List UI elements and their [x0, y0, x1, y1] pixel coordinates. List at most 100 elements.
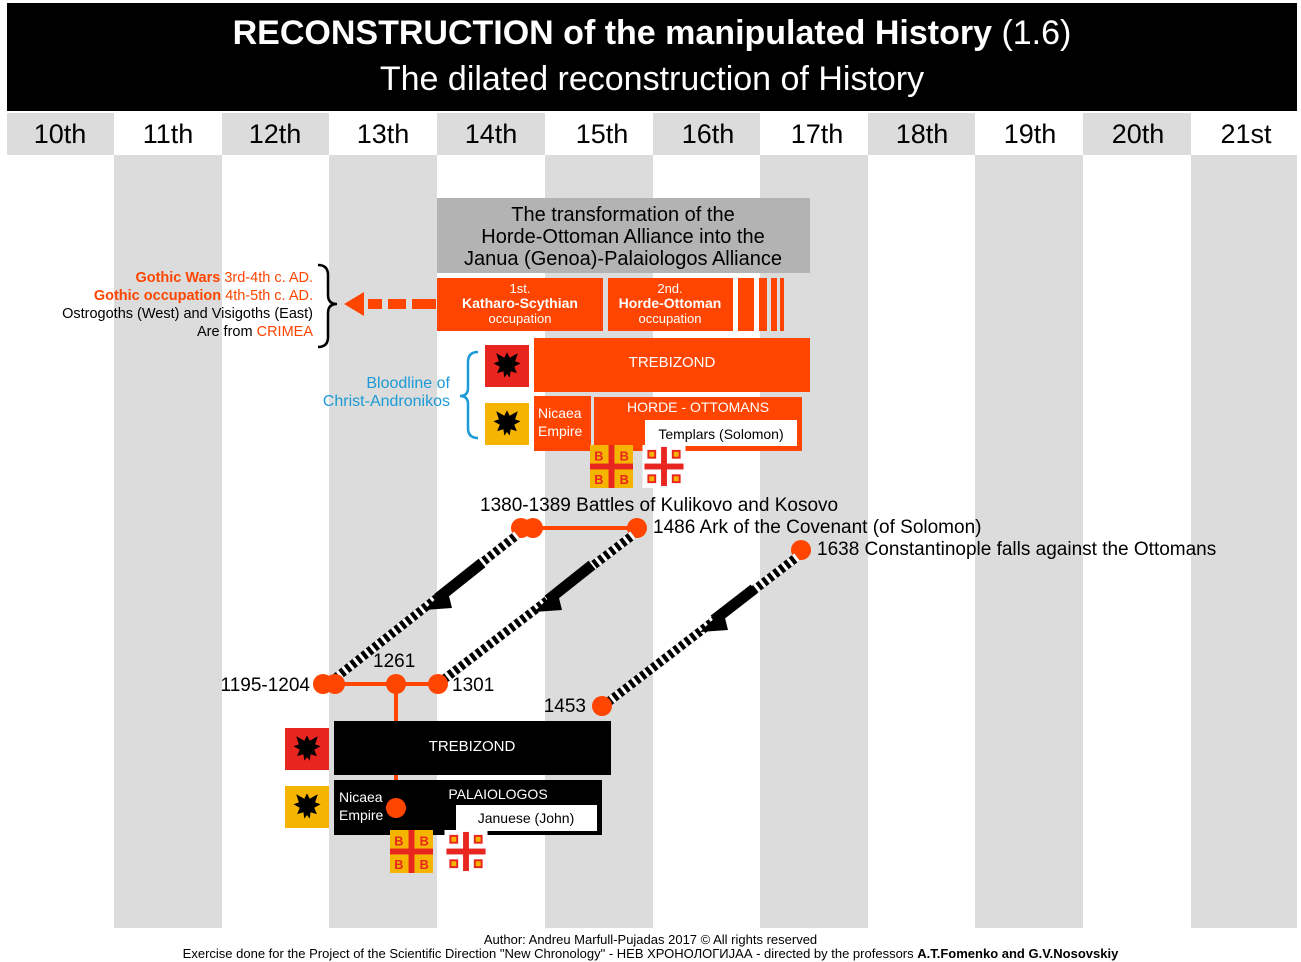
- century-label: 11th: [143, 119, 194, 149]
- ostrogoths-visigoths: Ostrogoths (West) and Visigoths (East): [62, 306, 313, 322]
- gothic-note: Gothic Wars 3rd-4th c. AD. Gothic occupa…: [62, 263, 338, 349]
- bloodline-line: Christ-Andronikos: [323, 393, 450, 410]
- first-occupation-label: 1st.: [510, 281, 531, 296]
- century-column: [7, 113, 114, 928]
- lower-dynasty-group: TREBIZOND Nicaea Empire PALAIOLOGOS Janu…: [285, 721, 611, 873]
- event-dot-1453: [592, 696, 612, 716]
- projection-line-1195: [330, 531, 520, 684]
- page-subtitle: The dilated reconstruction of History: [379, 60, 925, 98]
- century-label: 13th: [357, 119, 410, 149]
- januese-box: [456, 805, 597, 831]
- gothic-occupation: Gothic occupation 4th-5th c. AD.: [94, 288, 313, 304]
- century-label: 19th: [1004, 119, 1057, 149]
- transformation-line: Janua (Genoa)-Palaiologos Alliance: [464, 248, 782, 270]
- upper-events: 1380-1389 Battles of Kulikovo and Kosovo…: [480, 495, 1216, 560]
- januese-label: Januese (John): [478, 810, 575, 826]
- projection-lines: [330, 531, 800, 707]
- bloodline-brace: [459, 350, 479, 440]
- century-label: 21st: [1220, 119, 1272, 149]
- century-column: [868, 113, 975, 928]
- projection-line-1453-stripes: [604, 553, 800, 707]
- event-dot-1204: [325, 674, 345, 694]
- constantinople-label: 1638 Constantinople falls against the Ot…: [817, 539, 1216, 560]
- exercise-line: Exercise done for the Project of the Sci…: [182, 946, 1119, 961]
- century-column: [1191, 113, 1297, 928]
- upper-nicaea-label: Empire: [538, 423, 583, 439]
- author-line: Author: Andreu Marfull-Pujadas 2017 © Al…: [483, 932, 818, 947]
- bloodline-label: Bloodline of Christ-Andronikos: [323, 350, 479, 440]
- event-dot-1486: [627, 518, 647, 538]
- arrow-head: [534, 590, 562, 612]
- horde-ottomans-label: HORDE - OTTOMANS: [627, 399, 769, 415]
- gothic-brace: [317, 263, 338, 349]
- century-label: 16th: [682, 119, 735, 149]
- palaiologos-label: PALAIOLOGOS: [448, 786, 547, 802]
- century-label: 14th: [465, 119, 518, 149]
- ark-label: 1486 Ark of the Covenant (of Solomon): [653, 517, 981, 538]
- event-dot-1261: [386, 674, 406, 694]
- occupation-stripe: [771, 278, 777, 331]
- header-banner: RECONSTRUCTION of the manipulated Histor…: [7, 3, 1297, 111]
- crimea-origin: Are from CRIMEA: [197, 324, 313, 340]
- event-dot-nicaea: [386, 798, 406, 818]
- transformation-box: The transformation of the Horde-Ottoman …: [437, 198, 810, 273]
- label-1453: 1453: [544, 696, 586, 717]
- label-1261: 1261: [373, 651, 415, 672]
- second-occupation-bar: [608, 278, 733, 331]
- title-main: RECONSTRUCTION of the manipulated Histor…: [232, 14, 992, 52]
- transformation-line: The transformation of the: [511, 204, 734, 226]
- century-label: 17th: [791, 119, 844, 149]
- occupation-stripe: [780, 278, 784, 331]
- event-dot-1301: [428, 674, 448, 694]
- occupation-stripe: [738, 278, 754, 331]
- battles-label: 1380-1389 Battles of Kulikovo and Kosovo: [480, 495, 838, 516]
- footer: Author: Andreu Marfull-Pujadas 2017 © Al…: [0, 933, 1301, 961]
- projection-line-1301-stripes: [440, 531, 636, 684]
- lower-trebizond-label: TREBIZOND: [429, 738, 516, 755]
- century-label: 10th: [34, 119, 87, 149]
- second-occupation-label: 2nd.: [657, 281, 682, 296]
- event-dot-1389: [523, 518, 543, 538]
- lower-nicaea-label: Empire: [339, 807, 384, 823]
- dashed-left-arrow: [344, 292, 436, 316]
- bloodline-line: Bloodline of: [366, 375, 450, 392]
- arrow-head: [700, 610, 728, 632]
- upper-nicaea-bar: [534, 396, 591, 451]
- jerusalem-cross-flag-icon: [444, 830, 488, 873]
- label-1195: 1195-1204: [221, 675, 311, 696]
- gothic-wars: Gothic Wars 3rd-4th c. AD.: [135, 270, 313, 286]
- century-label: 12th: [249, 119, 302, 149]
- century-label: 18th: [896, 119, 949, 149]
- occupation-stripe: [759, 278, 767, 331]
- event-dot-1638: [791, 540, 811, 560]
- page-title: RECONSTRUCTION of the manipulated Histor…: [7, 13, 1297, 53]
- upper-trebizond-bar: [534, 338, 810, 392]
- upper-nicaea-label: Nicaea: [538, 405, 582, 421]
- first-occupation-label: Katharo-Scythian: [462, 295, 578, 311]
- title-suffix: (1.6): [1001, 14, 1072, 52]
- century-column: [114, 113, 222, 928]
- second-occupation-label: occupation: [639, 311, 702, 326]
- templars-label: Templars (Solomon): [658, 426, 783, 442]
- century-label: 20th: [1112, 119, 1165, 149]
- second-occupation-label: Horde-Ottoman: [619, 295, 722, 311]
- transformation-line: Horde-Ottoman Alliance into the: [481, 226, 765, 248]
- jerusalem-cross-flag-icon: [642, 445, 686, 488]
- lower-nicaea-label: Nicaea: [339, 789, 383, 805]
- tetragrammic-cross-flag-icon: [590, 445, 633, 488]
- first-occupation-bar: [437, 278, 603, 331]
- templars-box: [645, 420, 797, 446]
- upper-dynasty-group: TREBIZOND Nicaea Empire HORDE - OTTOMANS…: [485, 338, 810, 488]
- occupation-bars: 1st. Katharo-Scythian occupation 2nd. Ho…: [437, 278, 784, 331]
- arrow-head: [424, 588, 452, 610]
- lower-trebizond-bar: [334, 721, 611, 775]
- century-label: 15th: [576, 119, 629, 149]
- label-1301: 1301: [452, 675, 494, 696]
- first-occupation-label: occupation: [489, 311, 552, 326]
- century-column: [975, 113, 1083, 928]
- upper-trebizond-label: TREBIZOND: [629, 354, 716, 371]
- tetragrammic-cross-flag-icon: [390, 830, 433, 873]
- century-column: [1083, 113, 1191, 928]
- century-header-row: 10th 11th 12th 13th 14th 15th 16th 17th …: [7, 113, 1297, 155]
